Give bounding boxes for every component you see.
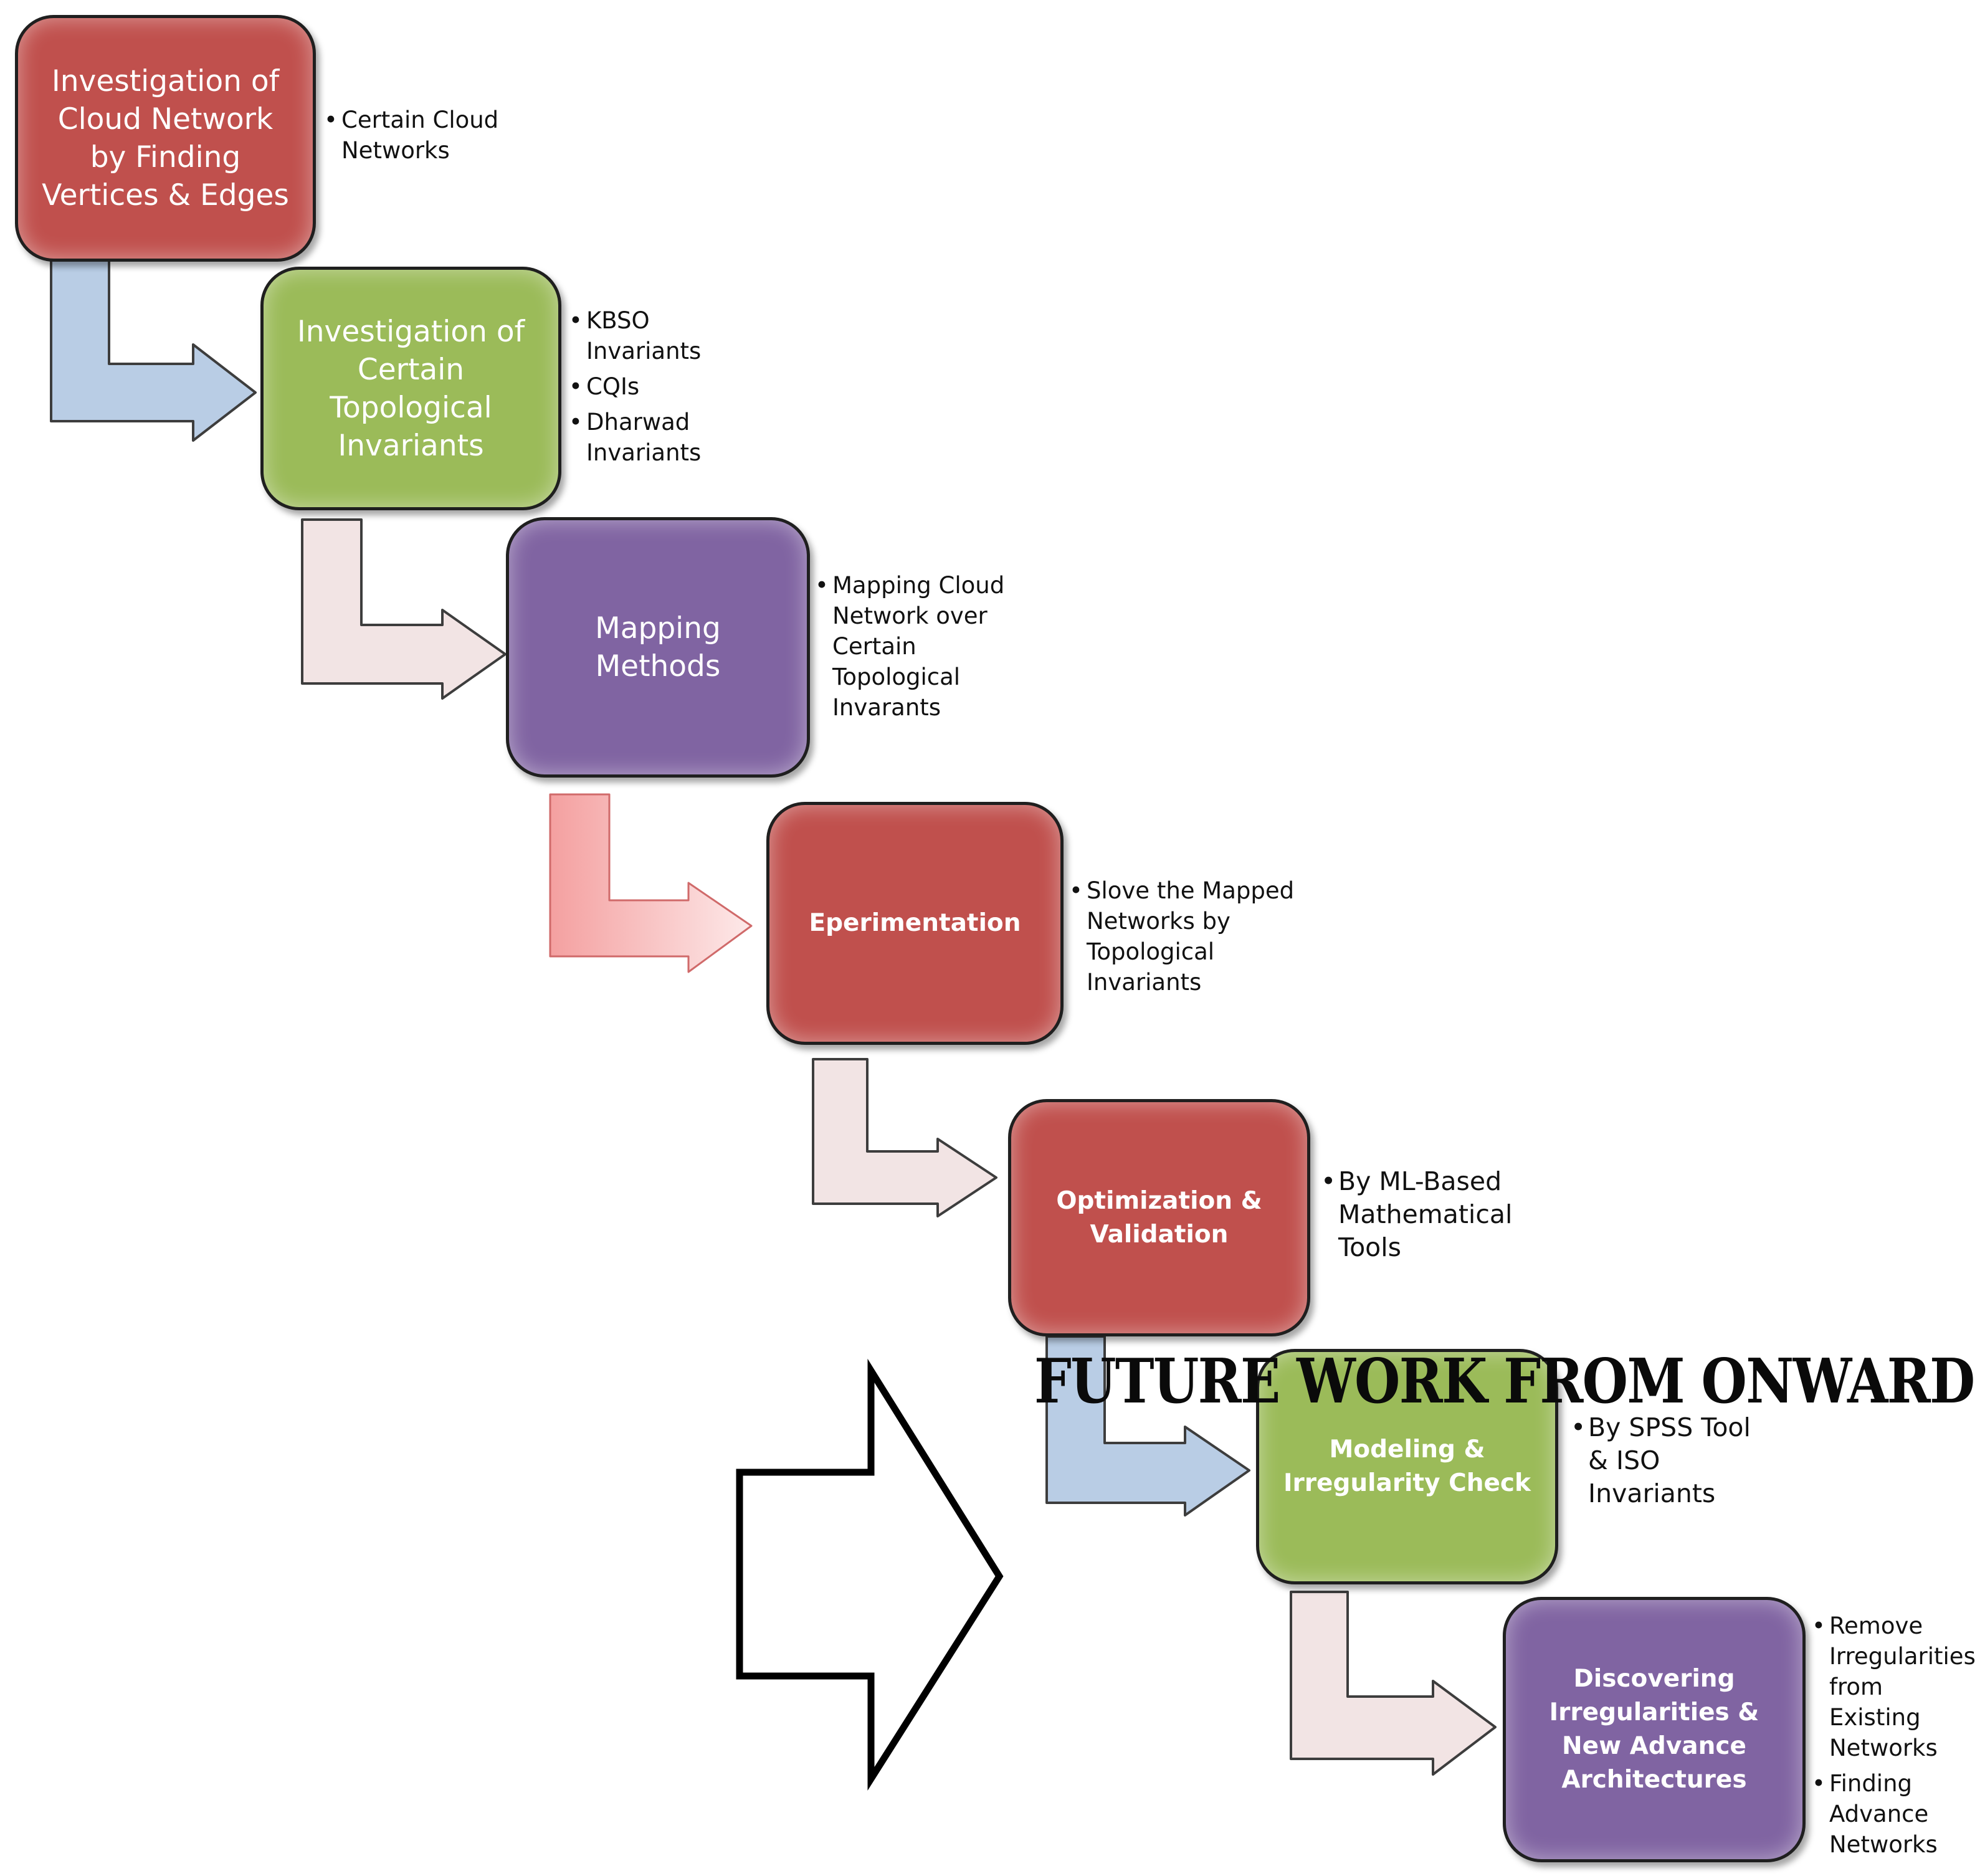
note-item: KBSO Invariants [569,305,756,366]
connector-arrow-5 [1045,1335,1250,1517]
future-work-arrow [736,1358,1004,1791]
step-label: Investigation of Certain Topological Inv… [297,314,525,463]
step-label: Modeling & Irregularity Check [1283,1436,1531,1497]
note-item: Remove Irregularities from Existing Netw… [1812,1611,1980,1763]
step-label: Eperimentation [809,909,1021,937]
connector-arrow-1 [50,257,257,442]
future-work-banner: FUTURE WORK FROM ONWARD [1034,1346,1975,1417]
connector-arrow-2 [301,518,507,700]
step-3-notes: Mapping Cloud Network over Certain Topol… [815,570,1052,728]
step-box-investigation-cloud-network: Investigation of Cloud Network by Findin… [15,15,316,262]
connector-arrow-6 [1290,1591,1497,1776]
note-item: By SPSS Tool & ISO Invariants [1571,1411,1820,1510]
step-box-topological-invariants: Investigation of Certain Topological Inv… [260,267,561,510]
note-item: Certain Cloud Networks [324,105,561,166]
step-5-notes: By ML-Based Mathematical Tools [1321,1165,1583,1269]
step-label: Mapping Methods [595,611,721,683]
step-box-mapping-methods: Mapping Methods [506,517,810,778]
step-6-notes: By SPSS Tool & ISO Invariants [1571,1411,1820,1515]
note-item: By ML-Based Mathematical Tools [1321,1165,1583,1264]
step-1-notes: Certain Cloud Networks [324,105,561,171]
note-item: Dharwad Invariants [569,407,756,468]
step-2-notes: KBSO Invariants CQIs Dharwad Invariants [569,305,756,473]
step-box-modeling-irregularity-check: Modeling & Irregularity Check [1256,1349,1558,1584]
step-7-notes: Remove Irregularities from Existing Netw… [1812,1611,1980,1865]
note-item: CQIs [569,371,756,402]
step-label: Discovering Irregularities & New Advance… [1549,1665,1759,1794]
step-box-eperimentation: Eperimentation [766,802,1064,1045]
note-item: Mapping Cloud Network over Certain Topol… [815,570,1052,723]
step-box-discovering-irregularities: Discovering Irregularities & New Advance… [1503,1597,1806,1862]
note-item: Slove the Mapped Networks by Topological… [1069,875,1337,998]
step-4-notes: Slove the Mapped Networks by Topological… [1069,875,1337,1002]
step-label: Optimization & Validation [1056,1186,1262,1249]
connector-arrow-4 [812,1058,997,1217]
step-label: Investigation of Cloud Network by Findin… [42,64,289,212]
step-box-optimization-validation: Optimization & Validation [1008,1099,1310,1336]
connector-arrow-3 [549,793,753,973]
note-item: Finding Advance Networks [1812,1768,1980,1860]
